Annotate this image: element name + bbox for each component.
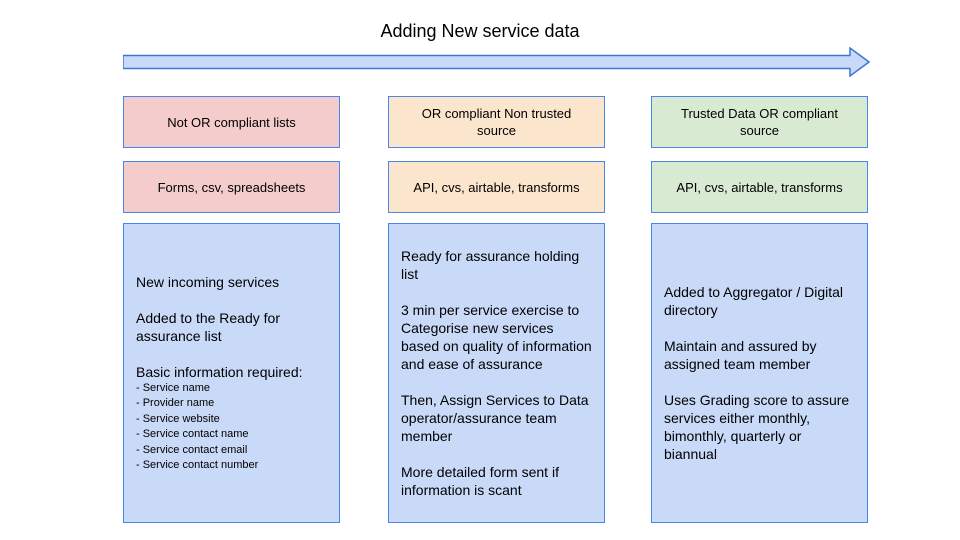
sources-label: API, cvs, airtable, transforms [676,179,843,195]
category-label: OR compliant Non trusted source [421,106,572,138]
category-box-trusted-or-compliant: Trusted Data OR compliant source [651,96,868,148]
detail-paragraph: Basic information required: [136,363,303,380]
sources-box-or-compliant-non-trusted: API, cvs, airtable, transforms [388,161,605,213]
detail-paragraph: Maintain and assured by assigned team me… [664,338,817,372]
detail-paragraph: More detailed form sent if information i… [401,464,559,498]
detail-paragraph: - Provider name [136,397,215,409]
detail-paragraph: - Service contact number [136,459,259,471]
flow-arrow-shape [123,47,870,77]
detail-paragraph: Then, Assign Services to Data operator/a… [401,392,589,444]
flow-arrow [123,47,870,77]
category-box-not-or-compliant: Not OR compliant lists [123,96,340,148]
sources-box-trusted-or-compliant: API, cvs, airtable, transforms [651,161,868,213]
detail-paragraph: - Service contact name [136,428,249,440]
category-label: Trusted Data OR compliant source [680,106,839,138]
sources-label: Forms, csv, spreadsheets [157,179,306,195]
details-box-or-compliant-non-trusted: Ready for assurance holding list 3 min pe… [388,223,605,523]
category-label: Not OR compliant lists [167,114,296,130]
detail-paragraph: New incoming services [136,273,280,290]
detail-paragraph: - Service name [136,381,210,394]
category-box-or-compliant-non-trusted: OR compliant Non trusted source [388,96,605,148]
detail-paragraph: Added to Aggregator / Digital directory [664,284,844,318]
page-title: Adding New service data [380,21,580,41]
detail-paragraph: - Service contact email [136,443,248,456]
detail-paragraph: Ready for assurance holding list [401,248,580,282]
sources-box-not-or-compliant: Forms, csv, spreadsheets [123,161,340,213]
detail-paragraph: Added to the Ready for assurance list [136,309,280,344]
detail-paragraph: Uses Grading score to assure services ei… [664,392,850,462]
sources-label: API, cvs, airtable, transforms [413,179,580,195]
detail-paragraph: 3 min per service exercise to Categorise… [401,302,592,372]
detail-paragraph: - Service website [136,412,220,425]
